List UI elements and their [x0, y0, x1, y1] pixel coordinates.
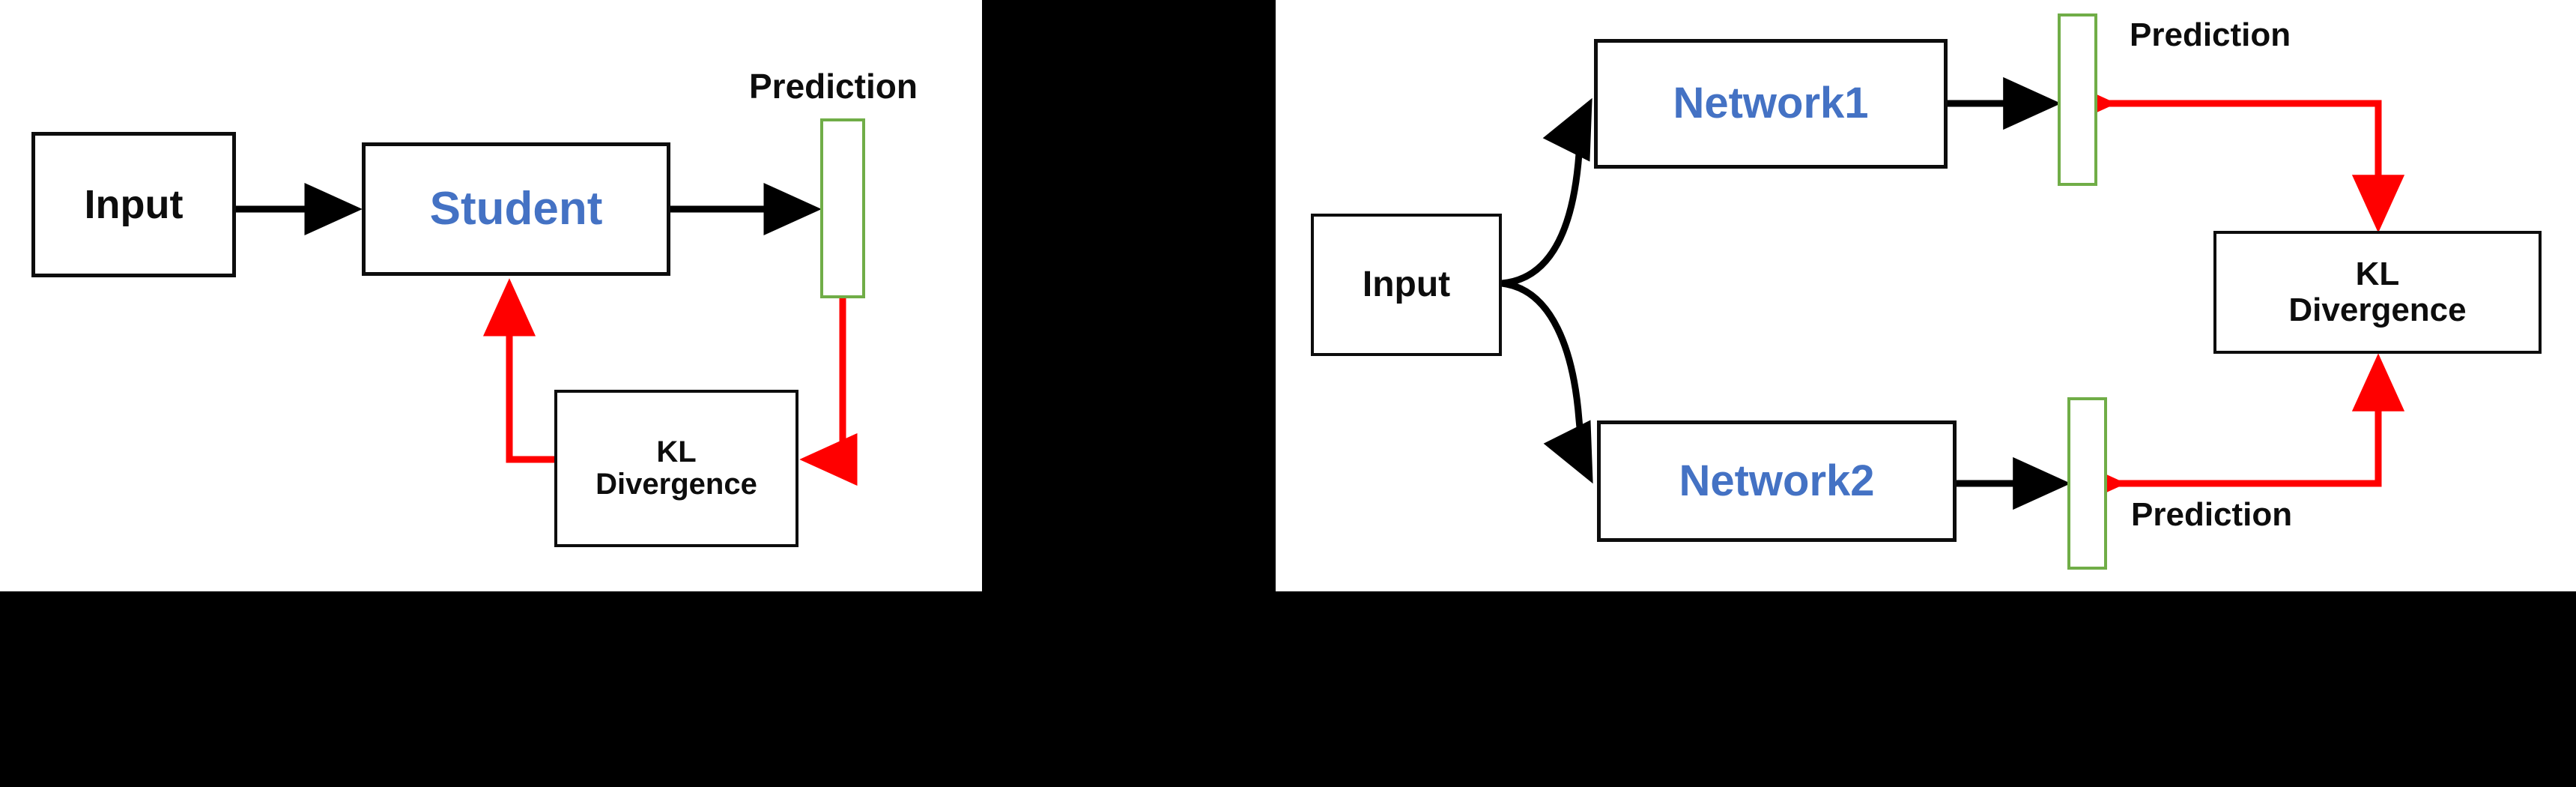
arrow-kl-to-student — [482, 278, 554, 463]
node-network2-label: Network2 — [1679, 456, 1875, 505]
arrow-kl-to-prediction-top — [2058, 76, 2405, 233]
prediction-label-bottom: Prediction — [2131, 496, 2293, 533]
prediction-label-left: Prediction — [749, 67, 918, 106]
node-student-label: Student — [429, 182, 603, 235]
prediction-label-top: Prediction — [2130, 16, 2291, 53]
node-input-right-label: Input — [1362, 265, 1451, 305]
right-panel-connectors — [1501, 76, 2405, 510]
prediction-bar-bottom — [2067, 397, 2107, 570]
node-kl-divergence-left-label: KL Divergence — [595, 435, 757, 501]
node-input-left: Input — [31, 132, 236, 277]
left-panel-connectors — [236, 182, 858, 486]
kl-line-1: KL — [656, 435, 697, 468]
node-kl-divergence-left: KL Divergence — [554, 390, 798, 547]
arrow-input-to-network1 — [1501, 97, 1592, 287]
node-network1: Network1 — [1594, 39, 1948, 169]
node-kl-divergence-right: KL Divergence — [2213, 231, 2542, 354]
node-input-right: Input — [1311, 214, 1502, 356]
kl-line-2: Divergence — [595, 468, 757, 501]
arrow-prediction-to-kl — [799, 298, 858, 486]
node-student: Student — [362, 142, 670, 276]
node-input-left-label: Input — [84, 181, 184, 227]
kl-line-2: Divergence — [2288, 292, 2467, 328]
node-network2: Network2 — [1597, 420, 1957, 542]
arrow-kl-to-prediction-bottom — [2068, 353, 2405, 510]
node-kl-divergence-right-label: KL Divergence — [2288, 256, 2466, 328]
prediction-bar-left — [820, 118, 865, 298]
kl-line-1: KL — [2355, 256, 2400, 293]
left-diagram-panel: Input Student KL Divergence Prediction — [0, 0, 982, 591]
prediction-bar-top — [2058, 13, 2097, 186]
right-diagram-panel: Input Network1 Network2 KL Divergence Pr… — [1276, 0, 2576, 591]
arrow-input-to-network2 — [1501, 280, 1593, 484]
node-network1-label: Network1 — [1673, 79, 1869, 128]
